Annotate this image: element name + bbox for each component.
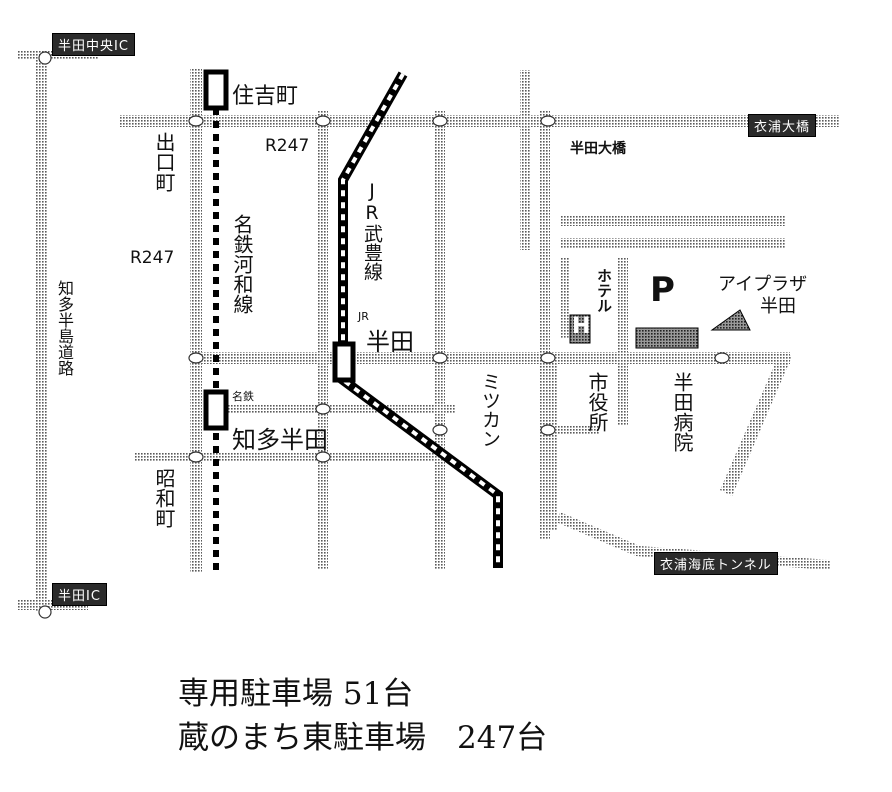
- destination-blocks: [569, 309, 751, 349]
- ai-plaza-label-2: 半田: [760, 296, 796, 317]
- roads-vertical: [190, 68, 628, 573]
- jr-prefix-label: JR: [358, 310, 369, 323]
- handa-ohashi-label: 半田大橋: [570, 141, 626, 157]
- hotel-icon: H: [572, 314, 591, 339]
- r247-label-left: R247: [130, 248, 175, 268]
- kinuura-tunnel-badge: 衣浦海底トンネル: [654, 552, 778, 575]
- shiyakusho-label: 市役所: [585, 372, 609, 432]
- station-jr-handa: 半田: [366, 328, 414, 356]
- chita-hanto-doro-label: 知多半島道路: [55, 280, 74, 376]
- handa-ic-badge: 半田IC: [52, 583, 107, 606]
- area-map: [18, 50, 840, 619]
- meitetsu-kowa-line-label: 名鉄河和線: [230, 214, 254, 314]
- jr-taketoyo-line-label: JR武豊線: [361, 180, 383, 281]
- showacho-label: 昭和町: [152, 468, 176, 528]
- deguchicho-label: 出口町: [152, 132, 176, 192]
- station-chita-handa: 知多半田: [232, 426, 328, 454]
- parking-legend-line-2: 蔵のまち東駐車場 247台: [178, 720, 548, 756]
- parking-legend-line-1: 専用駐車場 51台: [178, 676, 414, 712]
- station-sumiyoshicho: 住吉町: [232, 84, 299, 109]
- parking-icon: P: [650, 270, 675, 310]
- kinuura-ohashi-badge: 衣浦大橋: [748, 114, 817, 137]
- handa-chuo-ic-badge: 半田中央IC: [52, 33, 135, 56]
- meitetsu-prefix-label: 名鉄: [232, 390, 254, 403]
- handa-byoin-label: 半田病院: [670, 372, 694, 452]
- hotel-label: ホテル: [595, 268, 613, 313]
- ai-plaza-label: アイプラザ: [718, 274, 808, 295]
- mizkan-label: ミツカン: [479, 372, 501, 448]
- r247-label-top: R247: [265, 136, 310, 156]
- road-junctions: [38, 51, 730, 619]
- station-markers: [203, 69, 356, 431]
